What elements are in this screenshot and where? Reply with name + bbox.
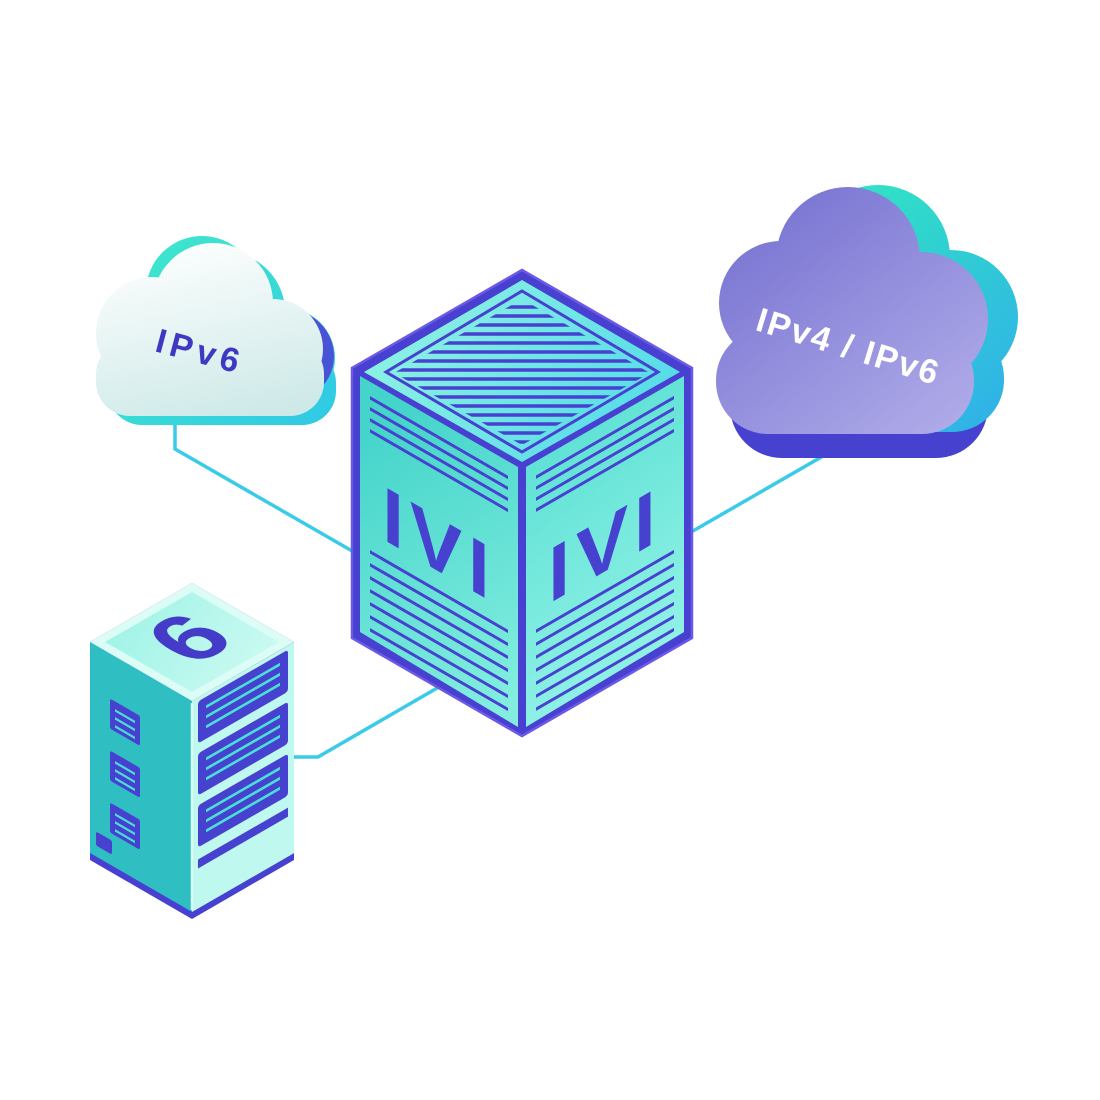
vent-stripes-top — [394, 305, 650, 444]
server-base-bar — [198, 807, 288, 869]
connector-server-to-ivi — [290, 667, 471, 759]
right-face-stripes-upper — [536, 395, 674, 512]
ivi-translator-node: IVI IVI — [350, 268, 694, 738]
cube-top-vent-stripes — [394, 305, 650, 444]
cube-top-inset-border — [383, 289, 661, 454]
left-face-stripes-upper — [370, 396, 508, 513]
ipv6-server-node: 6 — [90, 583, 294, 919]
ipv6-cloud-node: IPv6 — [96, 236, 336, 425]
dual-stack-cloud-node: IPv4 / IPv6 — [716, 185, 1018, 458]
server-top-face — [105, 592, 279, 692]
ipv6-cloud-body — [96, 243, 324, 416]
drive-bay-slits — [206, 662, 280, 833]
server-left-face — [90, 642, 192, 912]
vent-square-small — [96, 832, 112, 854]
server-left-vent-slits — [115, 709, 135, 844]
server-right-face — [192, 642, 294, 912]
dual-stack-cloud-body — [716, 187, 988, 434]
left-face-stripes-lower — [370, 550, 508, 712]
right-face-stripes-lower — [536, 549, 674, 711]
